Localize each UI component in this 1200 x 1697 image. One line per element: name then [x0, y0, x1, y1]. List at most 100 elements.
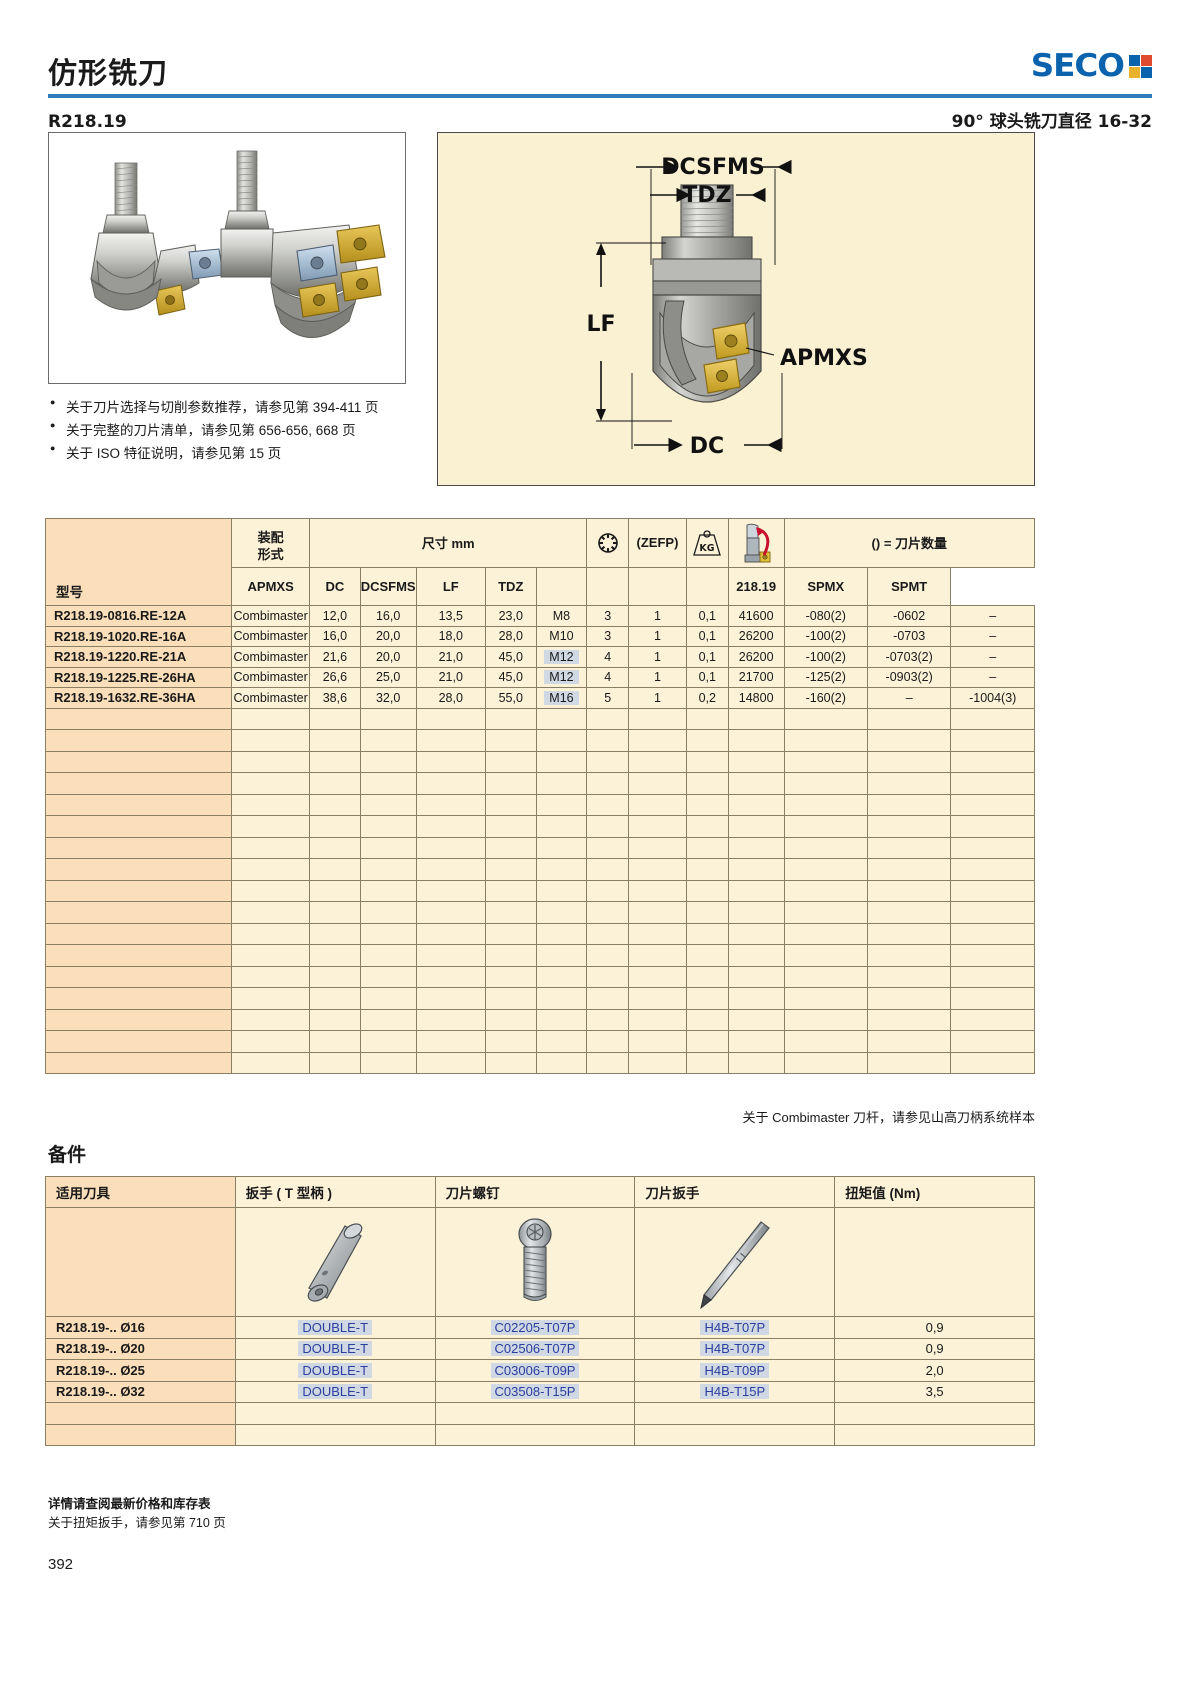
- cell-empty: [950, 901, 1035, 924]
- cell-empty: [415, 707, 486, 730]
- th-spmt: SPMT: [866, 566, 952, 607]
- th-weight-icon-cell: KG: [685, 518, 729, 568]
- cell-empty: [535, 944, 588, 967]
- th-spmx: SPMX: [783, 566, 868, 607]
- cell-empty: [484, 815, 537, 838]
- cell-dc: 32,0: [359, 687, 417, 709]
- th-group-inserts: () = 刀片数量: [783, 518, 1036, 568]
- cell-empty: [359, 1030, 417, 1053]
- cell-empty: [359, 750, 417, 773]
- cell-empty: [415, 1008, 486, 1031]
- cell-empty: [309, 965, 361, 988]
- cell-zefp: 1: [628, 666, 687, 688]
- cell-empty: [359, 1051, 417, 1074]
- th-mount-line2: 形式: [257, 547, 284, 563]
- cell-empty: [685, 1051, 729, 1074]
- cell-spmt: –: [950, 605, 1035, 627]
- cell-empty: [950, 965, 1035, 988]
- cell-empty: [727, 793, 785, 816]
- cell-empty: [727, 879, 785, 902]
- cell-empty: [309, 836, 361, 859]
- svg-text:DC: DC: [690, 434, 724, 459]
- cell-empty: [783, 965, 868, 988]
- cell-empty: [309, 1051, 361, 1074]
- cell-zefp: 1: [628, 646, 687, 668]
- cell-tdz: M12: [535, 646, 588, 668]
- cell-empty: [783, 858, 868, 881]
- cell-empty: [866, 707, 952, 730]
- th-acc-tool: 适用刀具: [45, 1176, 236, 1208]
- cell-lf: 23,0: [484, 605, 537, 627]
- cell-acc-screw-value: C02506-T07P: [490, 1341, 580, 1357]
- cell-acc-key: H4B-T15P: [634, 1380, 836, 1403]
- page-number: 392: [48, 1556, 74, 1573]
- cell-acc-key: H4B-T07P: [634, 1337, 836, 1360]
- cell-empty: [309, 707, 361, 730]
- cell-empty: [359, 987, 417, 1010]
- cell-empty: [586, 858, 630, 881]
- cell-empty: [309, 1030, 361, 1053]
- cell-tdz-highlight: M12: [544, 670, 579, 685]
- th-zefp: (ZEFP): [628, 518, 687, 568]
- th-tdz: TDZ: [484, 566, 537, 607]
- cell-lf: 45,0: [484, 646, 537, 668]
- cell-empty: [45, 1423, 236, 1446]
- cell-empty: [685, 879, 729, 902]
- th-mount: 装配 形式: [231, 518, 311, 568]
- cell-mount: Combimaster: [231, 687, 311, 709]
- cell-empty: [727, 729, 785, 752]
- cell-empty: [309, 922, 361, 945]
- cell-dc: 25,0: [359, 666, 417, 688]
- cell-spmt: –: [950, 625, 1035, 647]
- cell-empty: [234, 1423, 436, 1446]
- cell-empty: [484, 879, 537, 902]
- cell-apmxs: 38,6: [309, 687, 361, 709]
- cell-empty: [628, 793, 687, 816]
- cell-i218: -100(2): [783, 646, 868, 668]
- th-zefp2: [586, 566, 630, 607]
- th-acc-wrench: 扳手 ( T 型柄 ): [234, 1176, 436, 1208]
- cell-empty: [950, 793, 1035, 816]
- cell-empty: [535, 729, 588, 752]
- cell-kg: 0,1: [685, 605, 729, 627]
- table-row-empty: [44, 879, 1035, 902]
- cell-zefp: 1: [628, 687, 687, 709]
- cell-empty: [415, 858, 486, 881]
- cell-empty: [866, 793, 952, 816]
- th-apmxs: APMXS: [231, 566, 311, 607]
- reference-note: 关于刀片选择与切削参数推荐，请参见第 394-411 页: [50, 395, 470, 419]
- cell-acc-tool: R218.19-.. Ø25: [45, 1359, 236, 1382]
- cell-empty: [727, 987, 785, 1010]
- seco-logo: SECO: [1031, 48, 1152, 88]
- reference-note: 关于 ISO 特征说明，请参见第 15 页: [50, 441, 470, 465]
- cell-empty: [628, 1008, 687, 1031]
- insert-screw-icon: [436, 1212, 635, 1312]
- cell-empty: [231, 1008, 311, 1031]
- cell-i218: -125(2): [783, 666, 868, 688]
- cell-empty: [628, 815, 687, 838]
- cell-acc-screw-value: C03508-T15P: [490, 1384, 580, 1400]
- th-mount-line1: 装配: [257, 529, 284, 545]
- cell-empty: [484, 793, 537, 816]
- th-acc-screw: 刀片螺钉: [434, 1176, 636, 1208]
- cell-empty: [866, 1008, 952, 1031]
- table-row-empty: [44, 729, 1035, 752]
- cell-empty: [44, 1051, 233, 1074]
- cell-empty: [628, 772, 687, 795]
- seco-logo-squares: [1129, 54, 1152, 78]
- cell-empty: [309, 879, 361, 902]
- cell-empty: [484, 750, 537, 773]
- cell-empty: [586, 729, 630, 752]
- cell-kg: 0,1: [685, 625, 729, 647]
- accessory-row-empty: [45, 1402, 1035, 1425]
- acc-pic-wrench-cell: [234, 1207, 436, 1317]
- cell-empty: [628, 858, 687, 881]
- cell-empty: [866, 944, 952, 967]
- th-lf: LF: [415, 566, 486, 607]
- technical-diagram: DCSFMS TDZ LF APMXS DC: [437, 132, 1035, 486]
